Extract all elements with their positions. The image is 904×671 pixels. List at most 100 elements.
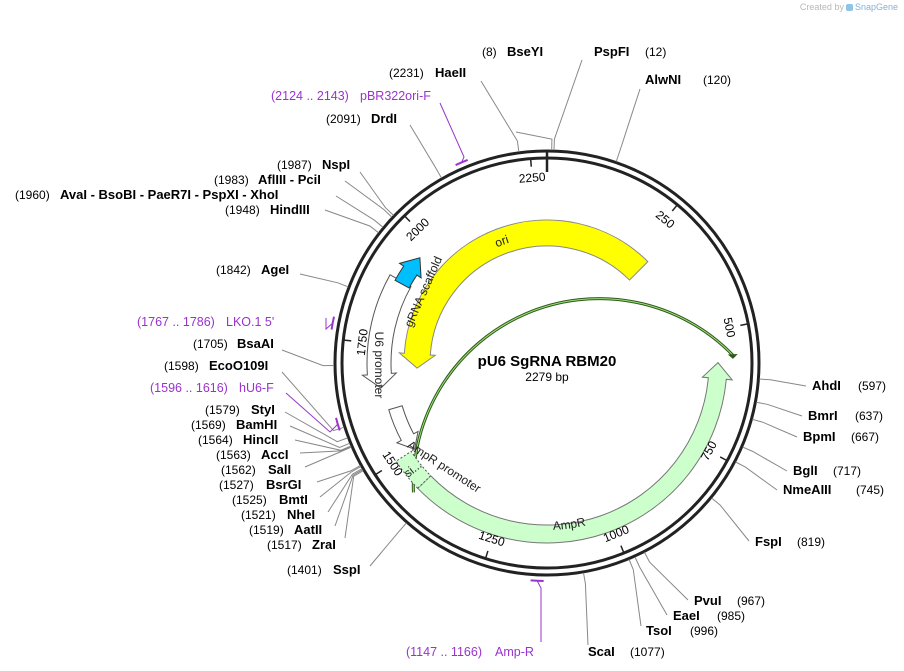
primer-binding-mark: [330, 316, 335, 330]
site-position: (1564): [198, 433, 233, 447]
site-position: (1563): [216, 448, 251, 462]
site-position: (1517): [267, 538, 302, 552]
site-name[interactable]: ScaI: [588, 644, 615, 659]
site-leader-line: [369, 522, 407, 567]
site-name[interactable]: StyI: [251, 402, 275, 417]
site-name[interactable]: BmtI: [279, 492, 308, 507]
site-position: (1598): [164, 359, 199, 373]
site-name[interactable]: BmrI: [808, 408, 838, 423]
ampr-label: AmpR: [552, 515, 587, 533]
ampr-promoter-arrow[interactable]: [388, 405, 419, 450]
site-position: (717): [833, 464, 861, 478]
site-name[interactable]: HincII: [243, 432, 278, 447]
site-leader-line: [752, 418, 798, 438]
tick-mark: [404, 215, 411, 222]
tick-label: 250: [653, 208, 678, 232]
primer-name[interactable]: pBR322ori-F: [360, 89, 431, 103]
site-name[interactable]: SspI: [333, 562, 360, 577]
site-name[interactable]: PspFI: [594, 44, 629, 59]
site-position: (1525): [232, 493, 267, 507]
site-name[interactable]: FspI: [755, 534, 782, 549]
tick-mark: [719, 456, 727, 461]
site-leader-line: [281, 371, 345, 432]
site-name[interactable]: AlwNI: [645, 72, 681, 87]
tick-mark: [671, 205, 678, 212]
site-name[interactable]: AgeI: [261, 262, 289, 277]
site-position: (667): [851, 430, 879, 444]
site-position: (985): [717, 609, 745, 623]
primer-range: (2124 .. 2143): [271, 89, 349, 103]
site-position: (1983): [214, 173, 249, 187]
site-name[interactable]: AvaI - BsoBI - PaeR7I - PspXI - XhoI: [60, 187, 278, 202]
site-leader-line: [359, 171, 394, 216]
site-leader-line: [319, 466, 362, 498]
site-leader-line: [583, 572, 589, 646]
site-name[interactable]: BpmI: [803, 429, 836, 444]
site-name[interactable]: HindIII: [270, 202, 310, 217]
primer-binding-mark: [455, 159, 469, 166]
site-name[interactable]: AccI: [261, 447, 288, 462]
site-name[interactable]: SalI: [268, 462, 291, 477]
site-leader-line: [294, 439, 352, 451]
site-position: (967): [737, 594, 765, 608]
site-name[interactable]: NspI: [322, 157, 350, 172]
site-leader-line: [634, 556, 668, 616]
site-position: (1842): [216, 263, 251, 277]
credit-prefix: Created by: [799, 2, 844, 12]
site-name[interactable]: BsrGI: [266, 477, 301, 492]
site-leader-line: [335, 195, 384, 228]
primer-name[interactable]: hU6-F: [239, 381, 274, 395]
site-leader-line: [316, 465, 361, 483]
grna-scaffold-arrow[interactable]: [394, 257, 422, 289]
site-position: (1077): [630, 645, 665, 659]
site-name[interactable]: PvuI: [694, 593, 721, 608]
tick-mark: [485, 550, 489, 558]
site-leader-line: [304, 446, 352, 468]
site-leader-line: [644, 552, 689, 601]
site-position: (1960): [15, 188, 50, 202]
site-position: (1401): [287, 563, 322, 577]
site-leader-line: [284, 411, 348, 443]
u6-promoter-arrow[interactable]: [360, 274, 412, 389]
site-name[interactable]: EcoO109I: [209, 358, 268, 373]
site-name[interactable]: BglI: [793, 463, 818, 478]
site-name[interactable]: AflIII - PciI: [258, 172, 321, 187]
site-name[interactable]: HaeII: [435, 65, 466, 80]
primer-leader-line: [536, 580, 542, 642]
site-name[interactable]: AhdI: [812, 378, 841, 393]
site-position: (120): [703, 73, 731, 87]
site-position: (1519): [249, 523, 284, 537]
site-name[interactable]: BseYI: [507, 44, 543, 59]
site-name[interactable]: AatII: [294, 522, 322, 537]
credit-brand: SnapGene: [854, 2, 898, 12]
primer-range: (1767 .. 1786): [137, 315, 215, 329]
site-leader-line: [742, 446, 788, 472]
tick-mark: [740, 323, 748, 327]
site-name[interactable]: TsoI: [646, 623, 672, 638]
ori-feature-arrow[interactable]: [397, 219, 649, 369]
site-leader-line: [334, 469, 363, 527]
primer-range: (1147 .. 1166): [406, 645, 482, 659]
site-position: (819): [797, 535, 825, 549]
site-leader-line: [615, 88, 641, 162]
site-leader-line: [327, 468, 363, 513]
primer-name[interactable]: LKO.1 5': [226, 315, 274, 329]
site-name[interactable]: NheI: [287, 507, 315, 522]
primer-name[interactable]: Amp-R: [495, 645, 534, 659]
plasmid-title: pU6 SgRNA RBM20: [478, 353, 617, 370]
site-name[interactable]: EaeI: [673, 608, 700, 623]
site-position: (2231): [389, 66, 424, 80]
site-name[interactable]: DrdI: [371, 111, 397, 126]
ampr-orf-arrowhead: [727, 354, 738, 359]
site-name[interactable]: NmeAIII: [783, 482, 831, 497]
site-position: (1705): [193, 337, 228, 351]
primer-range: (1596 .. 1616): [150, 381, 228, 395]
tick-mark: [344, 339, 352, 342]
site-name[interactable]: BsaAI: [237, 336, 274, 351]
site-position: (996): [690, 624, 718, 638]
site-name[interactable]: BamHI: [236, 417, 277, 432]
site-name[interactable]: ZraI: [312, 537, 336, 552]
site-position: (12): [645, 45, 666, 59]
signal-peptide-feature[interactable]: [395, 450, 432, 489]
